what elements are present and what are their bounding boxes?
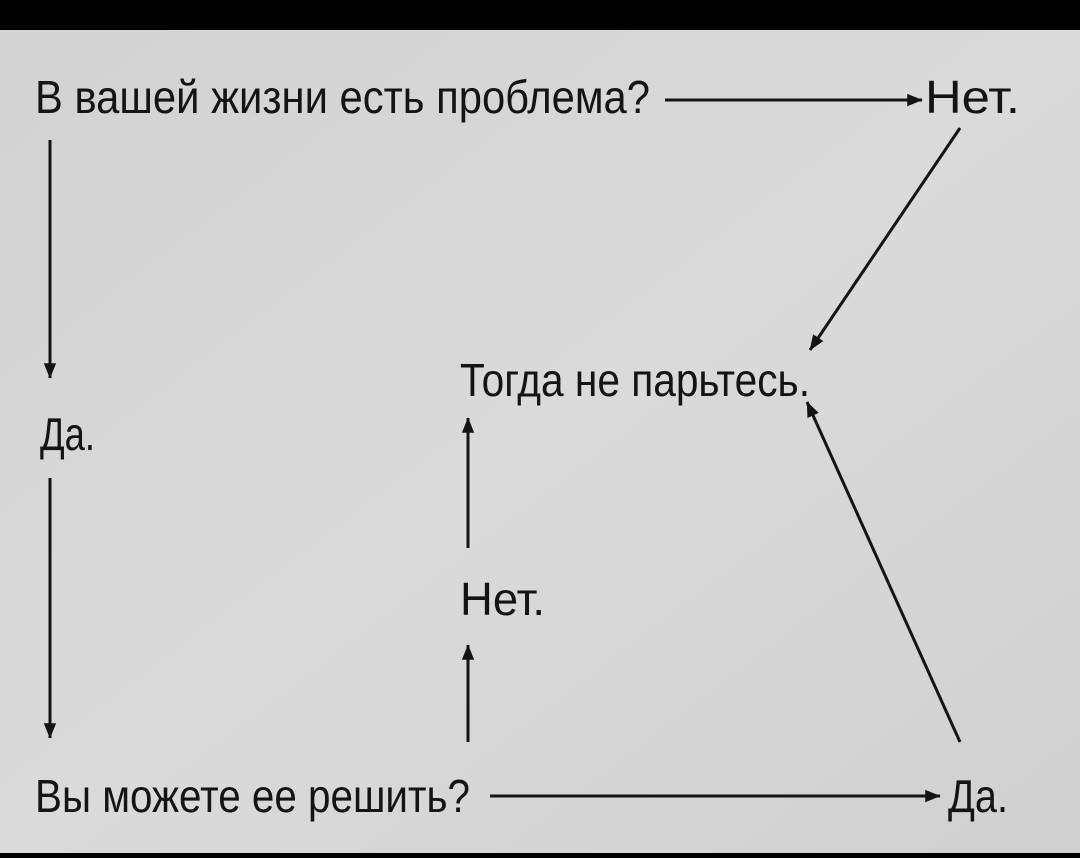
arrow-no-to-result — [808, 127, 962, 351]
arrow-yes-to-result — [805, 401, 962, 743]
question-has-problem: В вашей жизни есть проблема? — [35, 71, 650, 123]
answer-yes-bottom: Да. — [948, 770, 1008, 822]
answer-no-top: Нет. — [925, 71, 1020, 123]
question-can-solve: Вы можете ее решить? — [35, 770, 470, 822]
result-dont-worry: Тогда не парьтесь. — [460, 354, 810, 406]
page-background — [0, 30, 1080, 853]
answer-no-middle: Нет. — [460, 573, 545, 625]
answer-yes-left: Да. — [40, 408, 95, 460]
